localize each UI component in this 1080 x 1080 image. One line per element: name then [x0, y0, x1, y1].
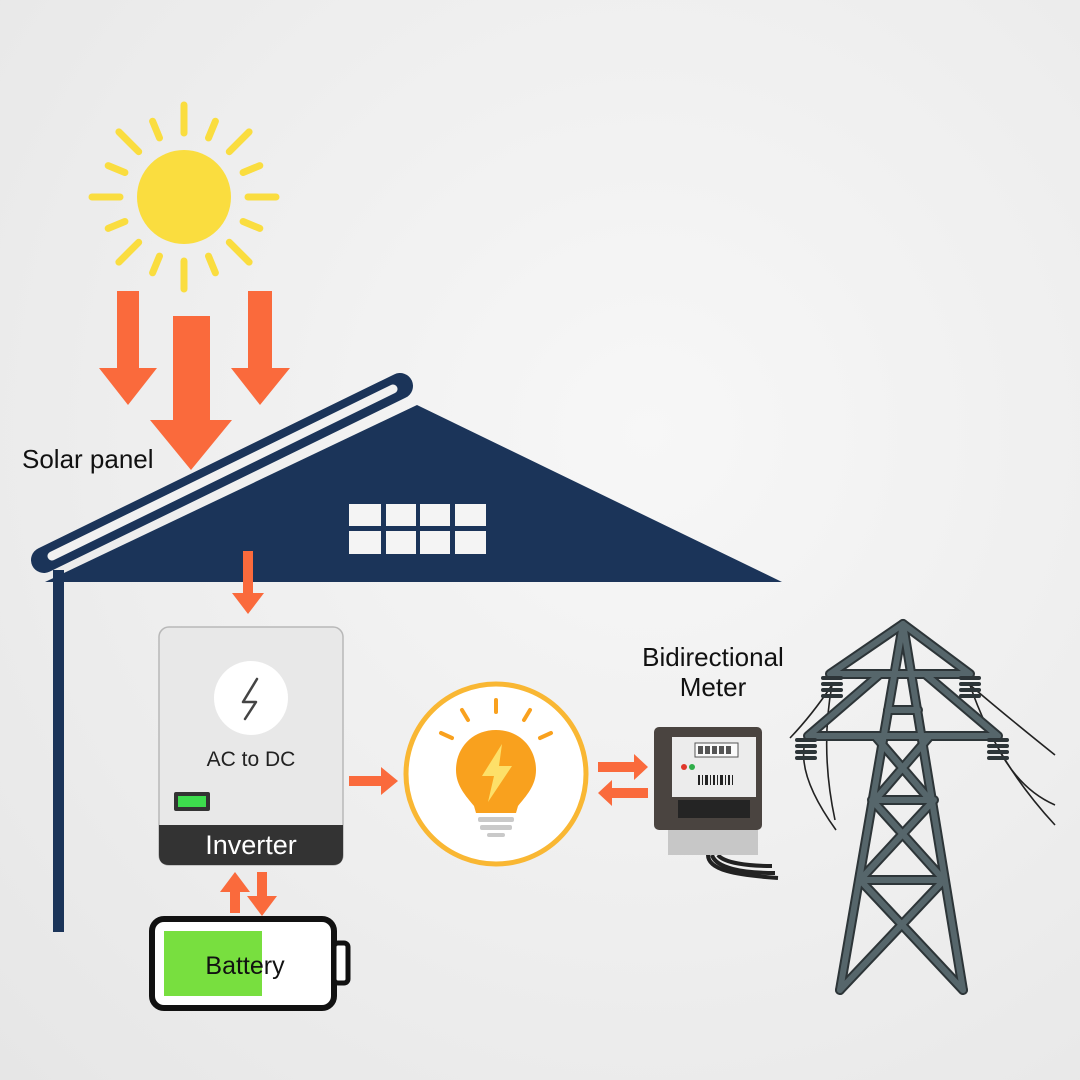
sunlight-arrow-left — [99, 291, 157, 405]
battery-label: Battery — [205, 952, 285, 980]
inverter-box — [158, 626, 344, 866]
house — [31, 373, 782, 932]
electric-meter-icon — [654, 727, 779, 880]
inverter-function-label: AC to DC — [206, 748, 296, 771]
sun-rays — [88, 101, 280, 293]
insulator-disc — [821, 694, 843, 698]
sun-ray — [225, 128, 253, 156]
arrows-inverter-battery — [220, 872, 277, 916]
power-tower-icon — [789, 619, 1056, 995]
insulator-disc — [959, 694, 981, 698]
light-bulb-icon — [403, 681, 589, 867]
insulator-disc — [959, 688, 981, 692]
insulator-disc — [821, 676, 843, 680]
insulator-disc — [959, 682, 981, 686]
sun-ray — [205, 252, 219, 277]
arrow-inverter-to-bulb — [349, 767, 398, 795]
meter-label: Bidirectional Meter — [642, 642, 784, 702]
insulator-disc — [987, 738, 1009, 742]
arrows-bulb-meter — [598, 754, 648, 806]
sunlight-arrows — [99, 291, 290, 470]
insulator-disc — [987, 756, 1009, 760]
inverter-label: Inverter — [205, 830, 297, 860]
insulator-disc — [987, 750, 1009, 754]
insulator-disc — [795, 738, 817, 742]
insulator-disc — [795, 750, 817, 754]
solar-panel-inner — [47, 384, 398, 561]
sun-ray — [205, 117, 219, 142]
solar-panel-label: Solar panel — [22, 444, 154, 474]
tower-insulators — [795, 676, 1009, 760]
lightning-icon — [241, 677, 259, 721]
sun-ray — [104, 218, 129, 232]
insulator-disc — [795, 744, 817, 748]
sun-disc — [137, 150, 231, 244]
sun-ray — [239, 162, 264, 176]
house-roof — [45, 405, 782, 582]
house-window — [349, 504, 486, 554]
sun-ray — [104, 162, 129, 176]
insulator-disc — [987, 744, 1009, 748]
house-wall — [53, 570, 64, 932]
insulator-disc — [795, 756, 817, 760]
sunlight-arrow-center — [150, 316, 232, 470]
insulator-disc — [959, 676, 981, 680]
insulator-disc — [821, 682, 843, 686]
arrow-panel-to-inverter — [232, 551, 264, 614]
sun-ray — [115, 238, 143, 266]
sun-ray — [149, 252, 163, 277]
inverter-dial — [214, 661, 288, 735]
insulator-disc — [821, 688, 843, 692]
sun-ray — [239, 218, 264, 232]
sun-ray — [225, 238, 253, 266]
sun-ray — [149, 117, 163, 142]
battery-charge-fill — [164, 931, 262, 996]
sun-icon — [88, 101, 280, 293]
sunlight-arrow-right — [231, 291, 290, 405]
battery — [149, 916, 351, 1011]
sun-ray — [115, 128, 143, 156]
